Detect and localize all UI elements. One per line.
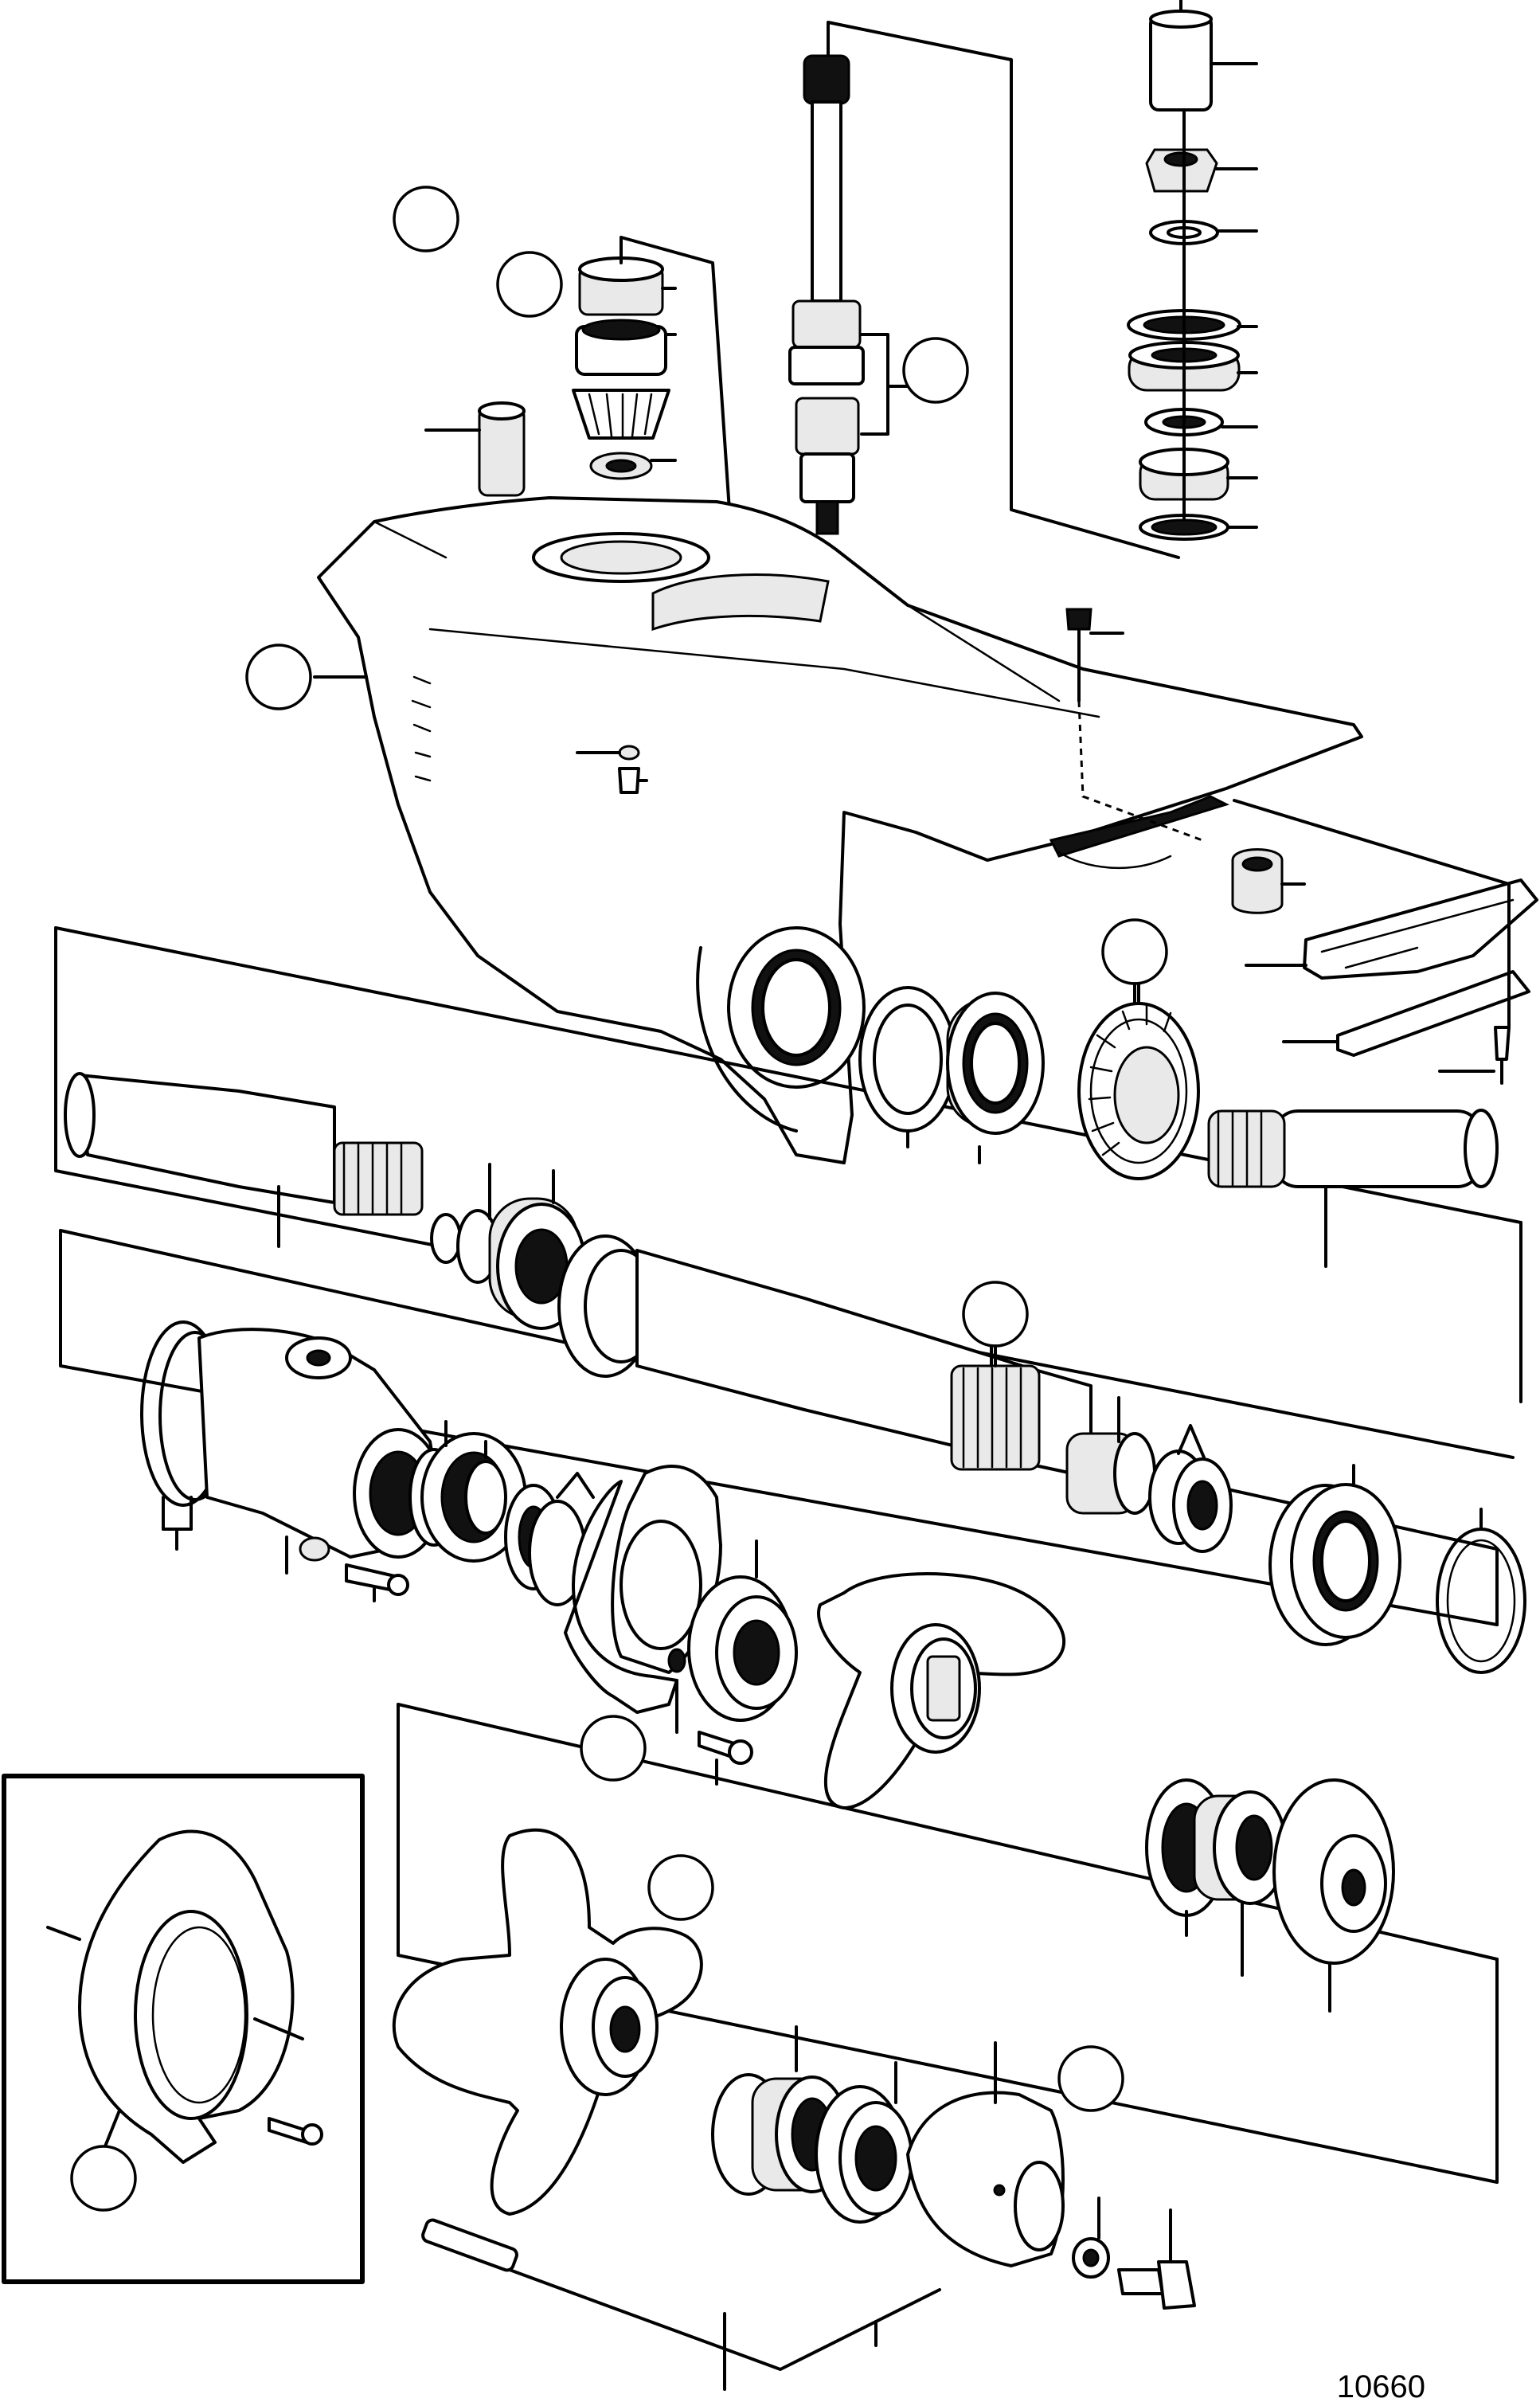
tool-rod xyxy=(421,2218,941,2391)
bearing-cup xyxy=(858,986,957,1148)
forward-gear xyxy=(1077,982,1200,1180)
prop-nut-cone xyxy=(1272,1778,1395,2013)
carrier-screw xyxy=(299,1536,409,1602)
trim-tab-parts xyxy=(1231,799,1538,1085)
prop-nut-cage xyxy=(1145,1778,1288,1977)
needle-bearings xyxy=(408,1420,595,1606)
figure-number: 10660 xyxy=(1337,2369,1425,2404)
propeller-shaft-left xyxy=(64,1072,462,1264)
circle-drive-shaft xyxy=(902,337,969,404)
gear-housing xyxy=(317,496,1363,1164)
circle-forward-gear xyxy=(1101,918,1168,985)
upper-bearing-stack xyxy=(1127,0,1258,541)
spring-cross-pin xyxy=(1148,1424,1233,1553)
pinion-gear-stack xyxy=(572,236,734,559)
circle-propeller-single xyxy=(647,1854,714,1921)
bearing-carrier xyxy=(140,1320,448,1575)
circle-propeller-shaft xyxy=(962,1281,1029,1348)
circle-upper-bearing-assembly xyxy=(393,186,459,252)
circle-inset-carrier xyxy=(70,2145,137,2212)
circle-bearing-carrier xyxy=(580,1715,647,1782)
inset-box xyxy=(2,1774,365,2284)
locating-pin xyxy=(424,401,526,497)
callout-markers xyxy=(70,186,1168,2212)
retaining-ring xyxy=(1436,1508,1526,1674)
carrier-screw-2 xyxy=(675,1679,753,1786)
rear-prop-parts xyxy=(711,2025,913,2224)
rear-bearing xyxy=(1268,1464,1401,1646)
washer-and-screw xyxy=(1072,2197,1196,2310)
circle-gear-housing xyxy=(245,644,312,710)
anode-bolt xyxy=(1065,608,1092,631)
drive-shaft-part xyxy=(788,21,1180,559)
water-plug xyxy=(576,745,648,794)
propeller-single xyxy=(817,1572,1066,1809)
dashed-path xyxy=(1077,700,1203,842)
propeller-duoprop xyxy=(392,1828,703,2216)
tapered-roller-bearing xyxy=(946,992,1045,1164)
circle-pinion-gear xyxy=(496,251,563,318)
circle-propeller-duoprop xyxy=(1057,2045,1124,2112)
prop-cone xyxy=(906,2041,1065,2267)
propeller-shaft xyxy=(557,1234,1092,1479)
thrust-washer xyxy=(687,1539,798,1722)
reverse-gear-shaft-end xyxy=(1207,1109,1499,1268)
sliding-clutch xyxy=(1065,1396,1156,1515)
